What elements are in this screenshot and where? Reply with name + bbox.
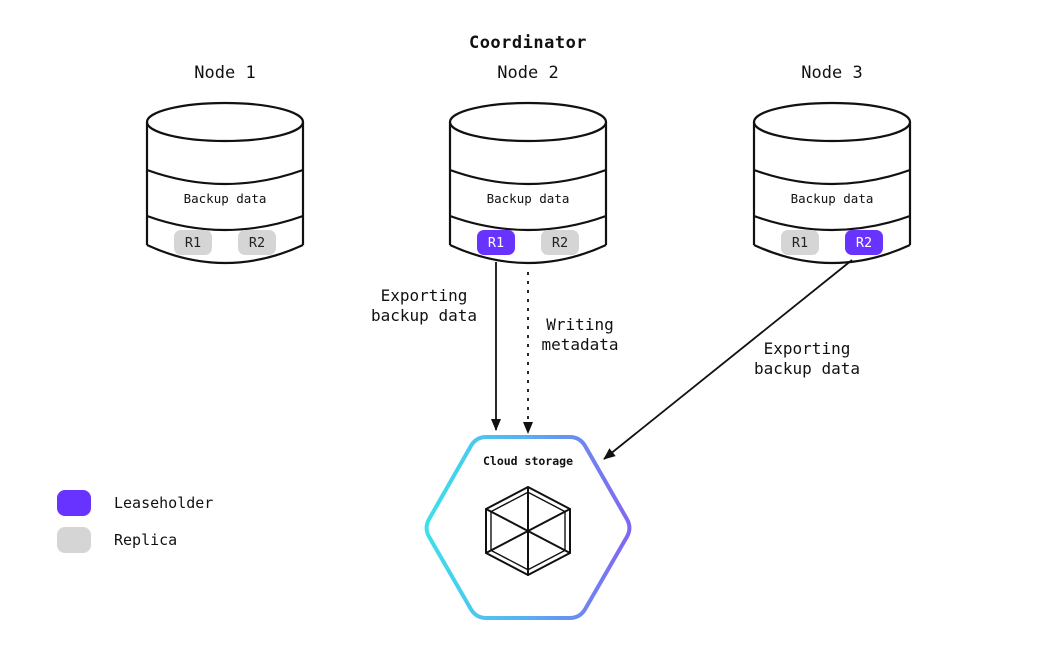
cube-icon [485, 486, 571, 576]
node-1-backup-data-label: Backup data [183, 191, 267, 206]
node-2-label: Node 2 [497, 63, 559, 83]
arrow-label-exporting-1: Exporting backup data [371, 286, 477, 325]
replica-swatch [57, 527, 91, 553]
node-3: Node 3 Backup data R1 R2 [752, 60, 912, 270]
cloud-storage-label: Cloud storage [482, 454, 573, 468]
node-2-backup-data-label: Backup data [486, 191, 570, 206]
legend: Leaseholder Replica [57, 490, 213, 564]
replica-badge: R2 [541, 230, 579, 255]
node-1-label: Node 1 [194, 63, 256, 83]
replica-badge: R1 [781, 230, 819, 255]
replica-badge: R2 [238, 230, 276, 255]
legend-row-replica: Replica [57, 527, 213, 553]
database-cylinder-icon [752, 101, 912, 264]
database-cylinder-icon [145, 101, 305, 264]
replica-badge: R1 [174, 230, 212, 255]
leaseholder-badge: R2 [845, 230, 883, 255]
database-cylinder-icon [448, 101, 608, 264]
legend-label: Replica [114, 531, 178, 549]
leaseholder-badge: R1 [477, 230, 515, 255]
arrow-label-writing-metadata: Writing metadata [541, 315, 619, 354]
arrow-node3-export [603, 259, 853, 460]
node-1-replicas: R1 R2 [145, 230, 305, 255]
node-3-backup-data-label: Backup data [790, 191, 874, 206]
node-1: Node 1 Backup data R1 R2 [145, 60, 305, 270]
node-2: Node 2 Backup data R1 R2 [448, 60, 608, 270]
node-3-label: Node 3 [801, 63, 863, 83]
node-3-replicas: R1 R2 [752, 230, 912, 255]
legend-label: Leaseholder [114, 494, 214, 512]
node-2-replicas: R1 R2 [448, 230, 608, 255]
leaseholder-swatch [57, 490, 91, 516]
legend-row-leaseholder: Leaseholder [57, 490, 213, 516]
coordinator-title: Coordinator [468, 33, 588, 53]
arrow-label-exporting-2: Exporting backup data [754, 339, 860, 378]
